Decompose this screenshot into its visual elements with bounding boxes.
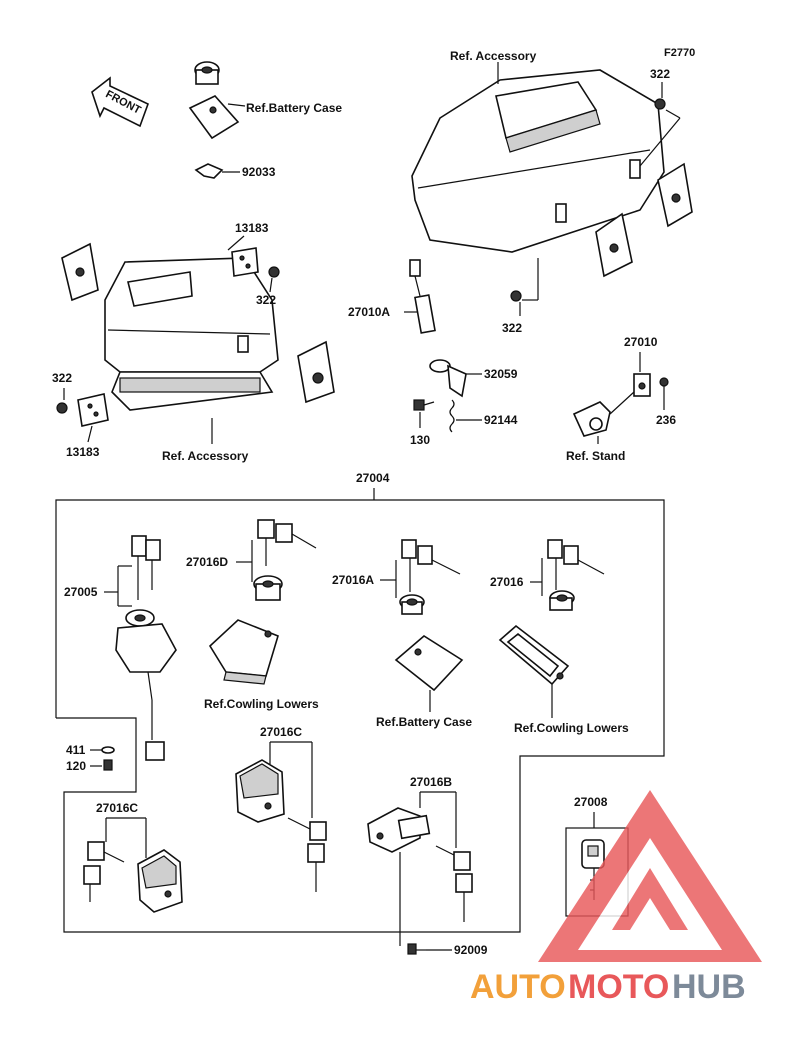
left-bag-latch-front — [61, 242, 99, 302]
part-27010: 27010 — [624, 335, 658, 349]
ref-cowling-lowers-2-label: Ref.Cowling Lowers — [514, 721, 629, 735]
part-27016d: 27016D — [186, 555, 228, 569]
ref-cowling-lowers-1-label: Ref.Cowling Lowers — [204, 697, 319, 711]
part-322-left-top: 322 — [256, 293, 276, 307]
nut-322-left-bottom — [56, 402, 68, 414]
plate-13183-bottom — [77, 393, 109, 427]
left-bag-latch-rear — [297, 340, 335, 404]
trunk-latch-right — [657, 162, 693, 228]
part-27016c-mid: 27016C — [260, 725, 302, 739]
ref-accessory-left-label: Ref. Accessory — [162, 449, 249, 463]
part-27016b: 27016B — [410, 775, 452, 789]
part-322-trunk-bottom: 322 — [502, 321, 522, 335]
keys-27016b — [435, 845, 473, 922]
trunk-lock-cylinder-27010a — [414, 294, 436, 334]
part-92144: 92144 — [484, 413, 518, 427]
part-27008: 27008 — [574, 795, 608, 809]
part-411: 411 — [66, 743, 86, 757]
lock-27016c-bottom — [137, 849, 183, 913]
screw-92009 — [407, 943, 426, 955]
watermark-text: AUTO MOTO HUB — [470, 968, 746, 1006]
stand-bracket — [572, 401, 611, 437]
part-27016: 27016 — [490, 575, 524, 589]
lock-27016c-mid — [235, 759, 285, 823]
ref-accessory-top-label: Ref. Accessory — [450, 49, 537, 63]
nut-322-left-top — [268, 266, 280, 278]
ignition-wire-harness — [145, 671, 165, 761]
clip-92033 — [194, 163, 224, 179]
part-120: 120 — [66, 759, 86, 773]
washer-411 — [101, 746, 115, 754]
spring-92144 — [449, 399, 455, 433]
screw-236 — [659, 377, 669, 402]
part-27016a: 27016A — [332, 573, 374, 587]
part-92009: 92009 — [454, 943, 488, 957]
part-92033: 92033 — [242, 165, 276, 179]
part-322-left-bottom: 322 — [52, 371, 72, 385]
plate-13183-top — [231, 247, 259, 277]
screw-120 — [103, 759, 113, 771]
ref-battery-case-top-label: Ref.Battery Case — [246, 101, 342, 115]
bracket-32059 — [429, 359, 467, 398]
battery-case-cover-top — [188, 95, 240, 140]
nut-322-trunk-bottom — [510, 290, 522, 302]
part-13183-top: 13183 — [235, 221, 269, 235]
part-13183-bottom: 13183 — [66, 445, 100, 459]
part-322-trunk-top: 322 — [650, 67, 670, 81]
watermark-logo-icon — [538, 790, 762, 962]
watermark-moto: MOTO — [568, 968, 669, 1006]
part-130: 130 — [410, 433, 430, 447]
keys-27016 — [547, 539, 605, 590]
trunk-latch-front — [595, 212, 633, 278]
keys-27016a — [401, 539, 461, 592]
keys-27016d — [257, 519, 317, 566]
lock-27016b — [367, 807, 431, 853]
trunk-key-27010a — [409, 259, 421, 297]
figure-code: F2770 — [664, 47, 695, 59]
nut-322-trunk-top — [654, 98, 666, 110]
battery-lock-cylinder-top — [194, 61, 220, 85]
top-trunk-case — [411, 69, 665, 253]
ref-battery-case-mid-label: Ref.Battery Case — [376, 715, 472, 729]
part-27005: 27005 — [64, 585, 98, 599]
cowling-lowers-cover-1 — [208, 619, 279, 685]
ignition-keys-27005 — [131, 535, 161, 600]
lock-cylinder-27016 — [549, 590, 575, 611]
keys-27016c-bottom — [83, 841, 125, 902]
bolt-130 — [413, 399, 435, 411]
watermark-auto: AUTO — [470, 968, 566, 1006]
part-27016c-bottom: 27016C — [96, 801, 138, 815]
part-27010a: 27010A — [348, 305, 390, 319]
cowling-lowers-cover-2 — [498, 624, 570, 686]
part-27004: 27004 — [356, 471, 390, 485]
set-27004-frame — [55, 499, 665, 933]
part-32059: 32059 — [484, 367, 518, 381]
left-saddlebag — [104, 257, 279, 411]
lock-cylinder-27016d — [253, 575, 283, 601]
ignition-switch-body — [115, 609, 177, 673]
lock-cylinder-27016a — [399, 594, 425, 615]
part-236: 236 — [656, 413, 676, 427]
front-arrow-icon: FRONT — [91, 76, 150, 128]
stand-lock-27010 — [633, 373, 651, 397]
ref-stand-label: Ref. Stand — [566, 449, 625, 463]
battery-case-cover-mid — [394, 635, 464, 692]
watermark-hub: HUB — [672, 968, 746, 1006]
keys-27016c-mid — [287, 817, 327, 892]
